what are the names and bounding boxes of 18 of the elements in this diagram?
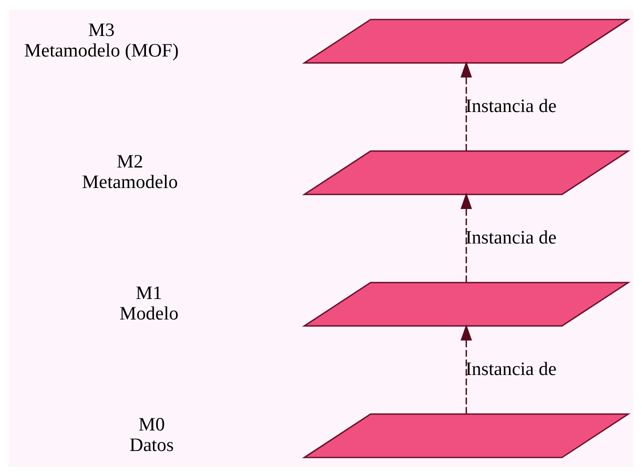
node-label: M0 bbox=[138, 414, 165, 436]
edge-label: Instancia de bbox=[465, 95, 557, 116]
edge-label: Instancia de bbox=[465, 358, 557, 380]
node-label: Metamodelo (MOF) bbox=[24, 40, 179, 61]
arrow bbox=[460, 324, 472, 414]
node-label: Modelo bbox=[119, 302, 178, 324]
edge-label: Instancia de bbox=[465, 227, 557, 248]
node-label: M1 bbox=[136, 282, 162, 304]
node-label: Datos bbox=[130, 434, 174, 456]
node-label: M3 bbox=[88, 20, 115, 41]
node-label: Metamodelo bbox=[82, 171, 178, 192]
arrow bbox=[460, 60, 472, 150]
node-parallelogram bbox=[302, 150, 631, 195]
node-parallelogram bbox=[302, 18, 631, 64]
arrow bbox=[460, 192, 472, 282]
node-parallelogram bbox=[302, 412, 631, 458]
node-parallelogram bbox=[302, 281, 631, 326]
node-label: M2 bbox=[116, 151, 144, 172]
